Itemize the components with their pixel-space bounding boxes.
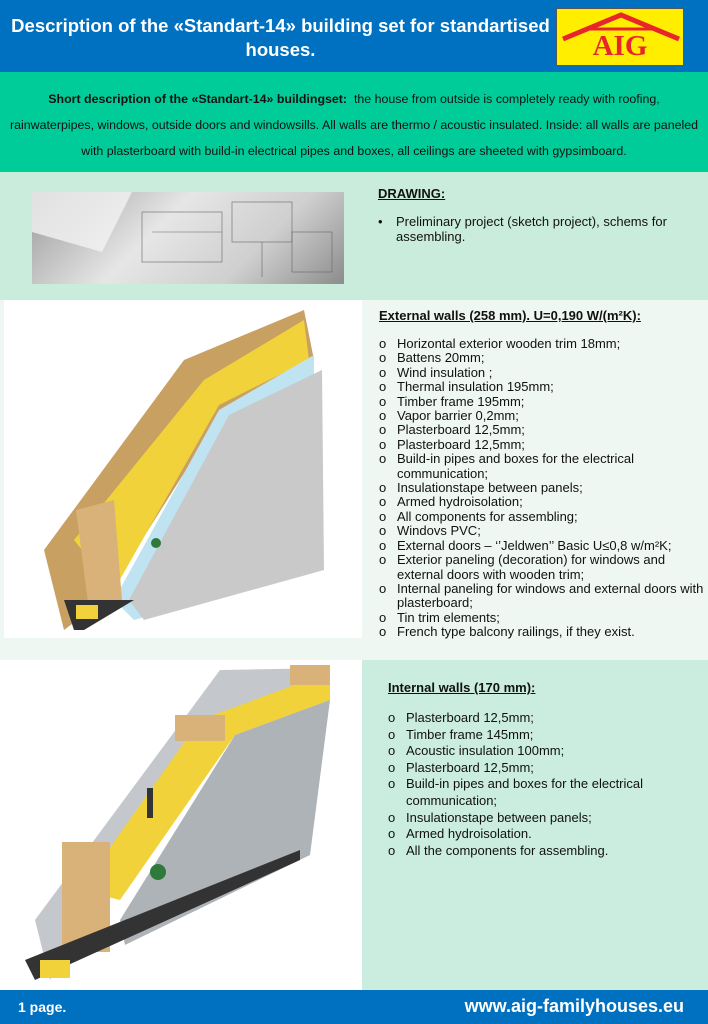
page-title: Description of the «Standart-14» buildin… [11,15,550,60]
footer: 1 page. www.aig-familyhouses.eu [0,990,708,1024]
intro-text: the house from outside is completely rea… [9,92,699,158]
internal-wall-image [0,660,362,990]
intro-label: Short description of the «Standart-14» b… [48,92,348,106]
logo-text: AIG [592,30,648,62]
header: Description of the «Standart-14» buildin… [0,0,708,72]
external-wall-image [4,300,362,638]
drawing-section: DRAWING: •Preliminary project (sketch pr… [0,172,708,300]
external-walls-heading: External walls (258 mm). U=0,190 W/(m²K)… [379,308,641,323]
wall-diagram [44,310,324,630]
blueprint-image [32,192,344,284]
website-link[interactable]: www.aig-familyhouses.eu [464,996,684,1016]
internal-walls-section: Internal walls (170 mm): o Plasterboard … [0,660,708,990]
external-walls-section: External walls (258 mm). U=0,190 W/(m²K)… [0,300,708,652]
drawing-heading: DRAWING: [378,186,446,201]
list-item: o Plasterboard 12,5mm; [388,710,534,725]
roof-icon [562,12,680,42]
aig-logo: AIG [556,8,684,66]
internal-walls-heading: Internal walls (170 mm): [388,680,536,695]
page-number: 1 page. [18,999,67,1015]
list-item: •Preliminary project (sketch project), s… [378,214,667,244]
wall-diagram [25,665,330,980]
list-item: o Plasterboard 12,5mm; [388,759,534,775]
short-description: Short description of the «Standart-14» b… [0,72,708,172]
blueprint-lines [32,192,333,277]
